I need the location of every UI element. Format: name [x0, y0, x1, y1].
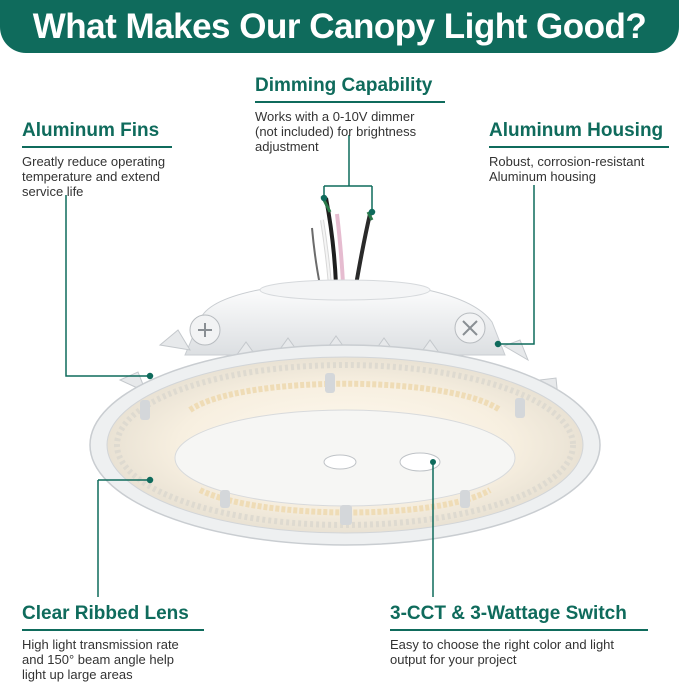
desc-line: High light transmission rate [22, 637, 179, 652]
cct-wattage-switch [323, 452, 441, 472]
feature-dimming-title: Dimming Capability [255, 75, 433, 96]
feature-lens-title: Clear Ribbed Lens [22, 603, 189, 624]
feature-fins-title: Aluminum Fins [22, 120, 160, 141]
feature-divider [255, 101, 445, 103]
desc-line: and 150° beam angle help [22, 652, 174, 667]
feature-fins-desc: Greatly reduce operating temperature and… [22, 154, 172, 199]
desc-line: output for your project [390, 652, 517, 667]
desc-line: service life [22, 184, 84, 199]
banner-title: What Makes Our Canopy Light Good? [32, 7, 647, 46]
callout-lines [65, 135, 535, 597]
feature-housing-title: Aluminum Housing [489, 120, 664, 141]
feature-fins: Aluminum Fins Greatly reduce operating t… [22, 120, 172, 199]
feature-switch-desc: Easy to choose the right color and light… [390, 637, 648, 667]
feature-dimming: Dimming Capability Works with a 0-10V di… [255, 75, 445, 154]
clear-ribbed-lens [89, 344, 601, 546]
title-banner [0, 0, 679, 53]
desc-line: Easy to choose the right color and light [390, 637, 615, 652]
desc-line: adjustment [255, 139, 319, 154]
feature-divider [22, 629, 204, 631]
aluminum-housing [184, 279, 506, 356]
feature-dimming-desc: Works with a 0-10V dimmer (not included)… [255, 109, 445, 154]
feature-divider [390, 629, 648, 631]
feature-divider [22, 146, 172, 148]
feature-lens: Clear Ribbed Lens High light transmissio… [22, 603, 204, 682]
feature-housing-desc: Robust, corrosion-resistant Aluminum hou… [489, 154, 669, 184]
desc-line: (not included) for brightness [255, 124, 417, 139]
wires [311, 195, 374, 286]
desc-line: light up large areas [22, 667, 133, 682]
feature-lens-desc: High light transmission rate and 150° be… [22, 637, 204, 682]
desc-line: Aluminum housing [489, 169, 596, 184]
desc-line: Works with a 0-10V dimmer [255, 109, 415, 124]
feature-housing: Aluminum Housing Robust, corrosion-resis… [489, 120, 669, 184]
feature-divider [489, 146, 669, 148]
desc-line: Robust, corrosion-resistant [489, 154, 645, 169]
feature-switch: 3-CCT & 3-Wattage Switch Easy to choose … [390, 603, 648, 667]
desc-line: Greatly reduce operating [22, 154, 166, 169]
desc-line: temperature and extend [22, 169, 161, 184]
feature-switch-title: 3-CCT & 3-Wattage Switch [390, 603, 627, 624]
